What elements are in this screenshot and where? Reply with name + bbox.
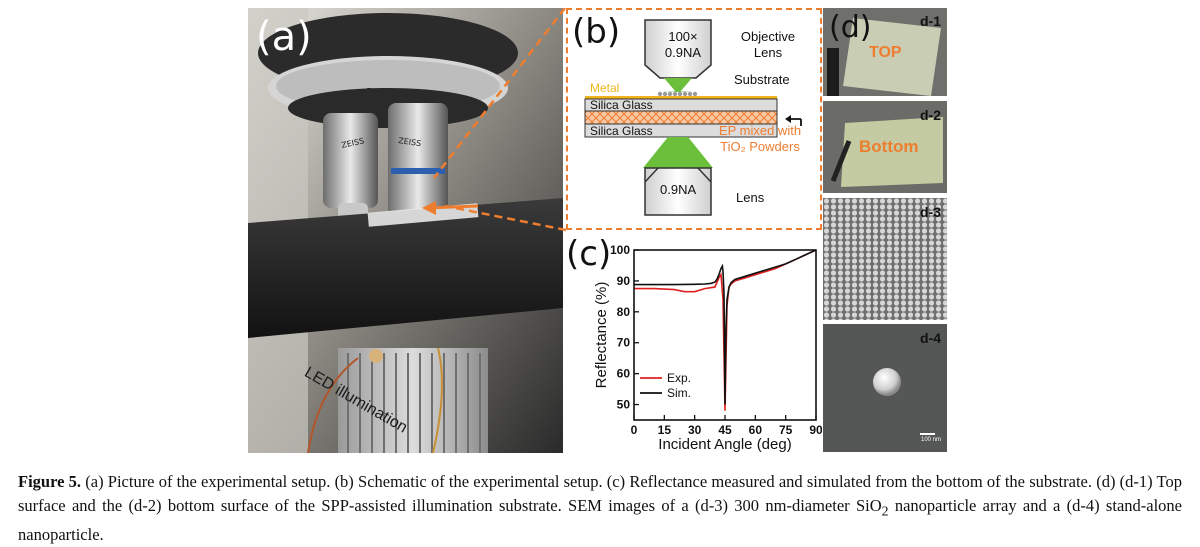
lens-brand-right: ZEISS [398,136,422,148]
d4-scale-bar-label: 100 nm [920,437,941,443]
panel-b-label: (b) [572,12,621,52]
x-tick-label: 15 [658,423,672,437]
d2-image [823,101,947,193]
metal-label: Metal [590,81,620,95]
d3-image [823,198,947,320]
panel-c-label: (c) [566,234,612,274]
photo-d1-top-surface: (d) d-1 TOP [823,8,947,96]
x-tick-label: 45 [718,423,732,437]
y-tick-label: 50 [617,398,631,412]
objective-lens-label: Objective Lens [740,29,796,60]
x-tick-label: 75 [779,423,793,437]
d1-top-text: TOP [869,44,902,61]
y-tick-label: 70 [617,336,631,350]
x-tick-label: 90 [809,423,822,437]
photo-experimental-setup: 5 ZEISS ZEISS (a) LED illumination [248,8,563,453]
figure-caption: Figure 5. (a) Picture of the experimenta… [18,470,1182,547]
x-tick-label: 0 [631,423,638,437]
y-tick-label: 100 [610,243,630,257]
d4-label: d-4 [920,330,941,346]
substrate-label: Substrate [734,72,790,87]
caption-text: (a) Picture of the experimental setup. (… [18,472,1182,515]
silica-glass-top-label: Silica Glass [590,98,653,112]
y-axis-label: Reflectance (%) [593,282,610,389]
x-tick-label: 30 [688,423,702,437]
panel-connector [433,8,567,232]
x-tick-label: 60 [749,423,763,437]
series-line-1 [634,249,817,405]
y-tick-label: 90 [617,274,631,288]
setup-photo-illustration: 5 ZEISS ZEISS [248,8,563,453]
y-tick-label: 60 [617,367,631,381]
lens-label: Lens [736,190,765,205]
d3-label: d-3 [920,204,941,220]
panel-a-label: (a) [256,14,312,60]
caption-text-end: nanoparticle array and a (d-4) stand-alo… [18,496,1182,545]
d1-image [823,8,947,96]
figure-label: Figure 5. [18,472,82,491]
y-tick-label: 80 [617,305,631,319]
caption-subscript: 2 [881,503,889,519]
lens-spec: 0.9NA [660,182,697,197]
schematic-drawing [584,19,802,216]
objective-spec: 100× 0.9NA [664,29,702,60]
x-axis-label: Incident Angle (deg) [658,436,791,452]
panel-d-label: (d) [829,10,872,45]
ep-tio2-label: EP mixed with TiO₂ Powders [718,123,802,154]
schematic-panel: (b) 100× 0.9NA Objective Lens Substrate … [566,8,822,230]
sem-d3-nanoparticle-array: d-3 [823,198,947,320]
d2-bottom-text: Bottom [859,137,919,156]
legend-label-0: Exp. [667,371,691,385]
d2-label: d-2 [920,107,941,123]
d1-label: d-1 [920,13,941,29]
sem-d4-single-nanoparticle: d-4 100 nm [823,324,947,452]
legend-label-1: Sim. [667,386,691,400]
photo-d2-bottom-surface: d-2 Bottom [823,101,947,193]
silica-glass-bottom-label: Silica Glass [590,124,653,138]
series-line-0 [634,249,817,411]
d4-image [823,324,947,452]
